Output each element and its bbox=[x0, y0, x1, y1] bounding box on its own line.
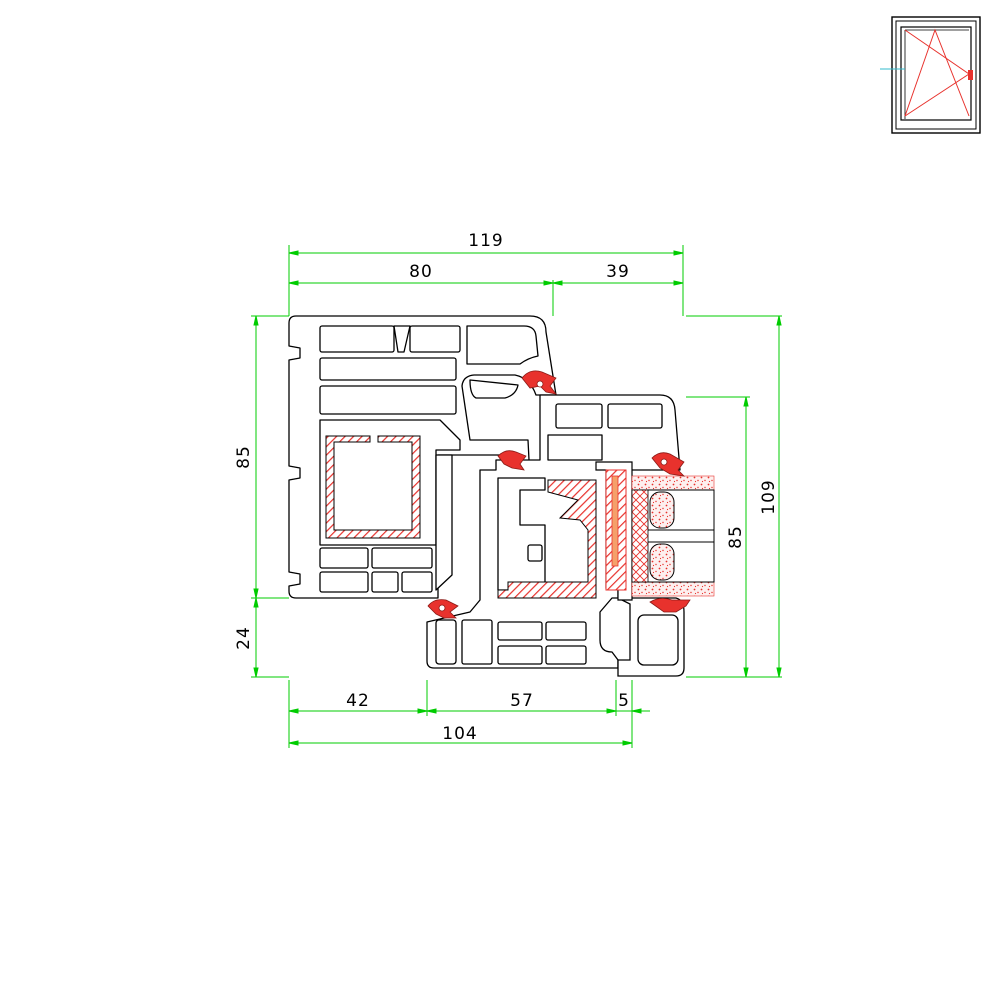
seal-sash-top bbox=[651, 452, 686, 477]
frame-outer-part bbox=[617, 597, 685, 677]
dim-left-lower: 24 bbox=[234, 626, 254, 650]
dim-right-outer: 109 bbox=[759, 479, 779, 514]
frame-reinforcement bbox=[325, 435, 421, 539]
dim-left-upper: 85 bbox=[234, 445, 254, 469]
frame-profile bbox=[288, 315, 557, 599]
dim-bottom-a: 42 bbox=[346, 691, 370, 711]
dimension-lines bbox=[251, 245, 782, 748]
dim-top-right: 39 bbox=[606, 262, 630, 282]
seal-frame-inner bbox=[497, 450, 527, 471]
tilt-turn-window-icon bbox=[880, 16, 981, 134]
sash-reinforcement bbox=[497, 479, 597, 599]
seal-sash-bottom bbox=[649, 598, 691, 613]
dim-top-total: 119 bbox=[468, 231, 503, 251]
dim-bottom-total: 104 bbox=[442, 724, 477, 744]
seals bbox=[427, 370, 691, 619]
dim-top-left: 80 bbox=[409, 262, 433, 282]
glass-unit bbox=[631, 475, 715, 597]
glazing-bead bbox=[595, 461, 633, 601]
dim-right-inner: 85 bbox=[726, 525, 746, 549]
dim-bottom-c: 5 bbox=[618, 691, 630, 711]
dim-bottom-b: 57 bbox=[510, 691, 534, 711]
